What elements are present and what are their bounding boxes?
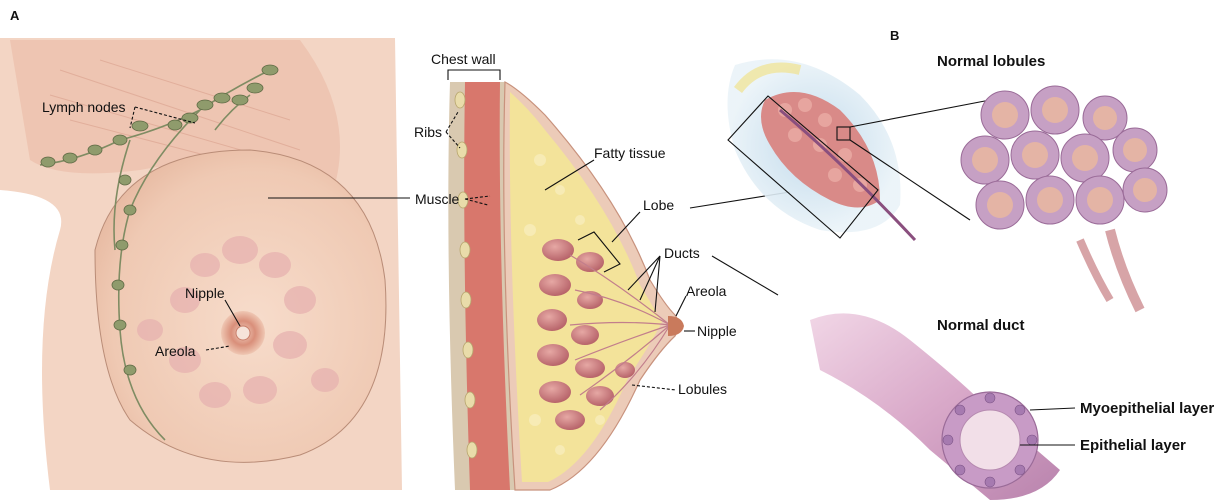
lobe-detail-illustration bbox=[728, 59, 991, 240]
nipple-front bbox=[236, 326, 250, 340]
lobule-acini bbox=[961, 86, 1167, 229]
panel-label-b: B bbox=[890, 28, 899, 43]
label-nipple-section: Nipple bbox=[697, 323, 737, 339]
label-lymph-nodes: Lymph nodes bbox=[42, 99, 126, 115]
nipple-cross-section bbox=[668, 316, 684, 336]
label-normal-duct: Normal duct bbox=[937, 317, 1025, 334]
label-nipple-front: Nipple bbox=[185, 285, 225, 301]
normal-lobules-illustration bbox=[961, 86, 1167, 310]
label-myoepithelial-layer: Myoepithelial layer bbox=[1080, 400, 1214, 417]
label-chest-wall: Chest wall bbox=[431, 51, 496, 67]
label-ribs: Ribs bbox=[414, 124, 442, 140]
label-ducts: Ducts bbox=[664, 245, 700, 261]
panel-label-a: A bbox=[10, 8, 20, 23]
label-epithelial-layer: Epithelial layer bbox=[1080, 437, 1186, 454]
label-lobe: Lobe bbox=[643, 197, 674, 213]
duct-lumen-inner bbox=[960, 410, 1020, 470]
label-lobules: Lobules bbox=[678, 381, 727, 397]
normal-duct-illustration bbox=[810, 313, 1075, 500]
breast-mound bbox=[95, 150, 386, 462]
label-areola-front: Areola bbox=[155, 343, 196, 359]
label-fatty-tissue: Fatty tissue bbox=[594, 145, 666, 161]
label-normal-lobules: Normal lobules bbox=[937, 53, 1045, 70]
label-areola-section: Areola bbox=[686, 283, 727, 299]
label-muscle: Muscle bbox=[415, 191, 460, 207]
